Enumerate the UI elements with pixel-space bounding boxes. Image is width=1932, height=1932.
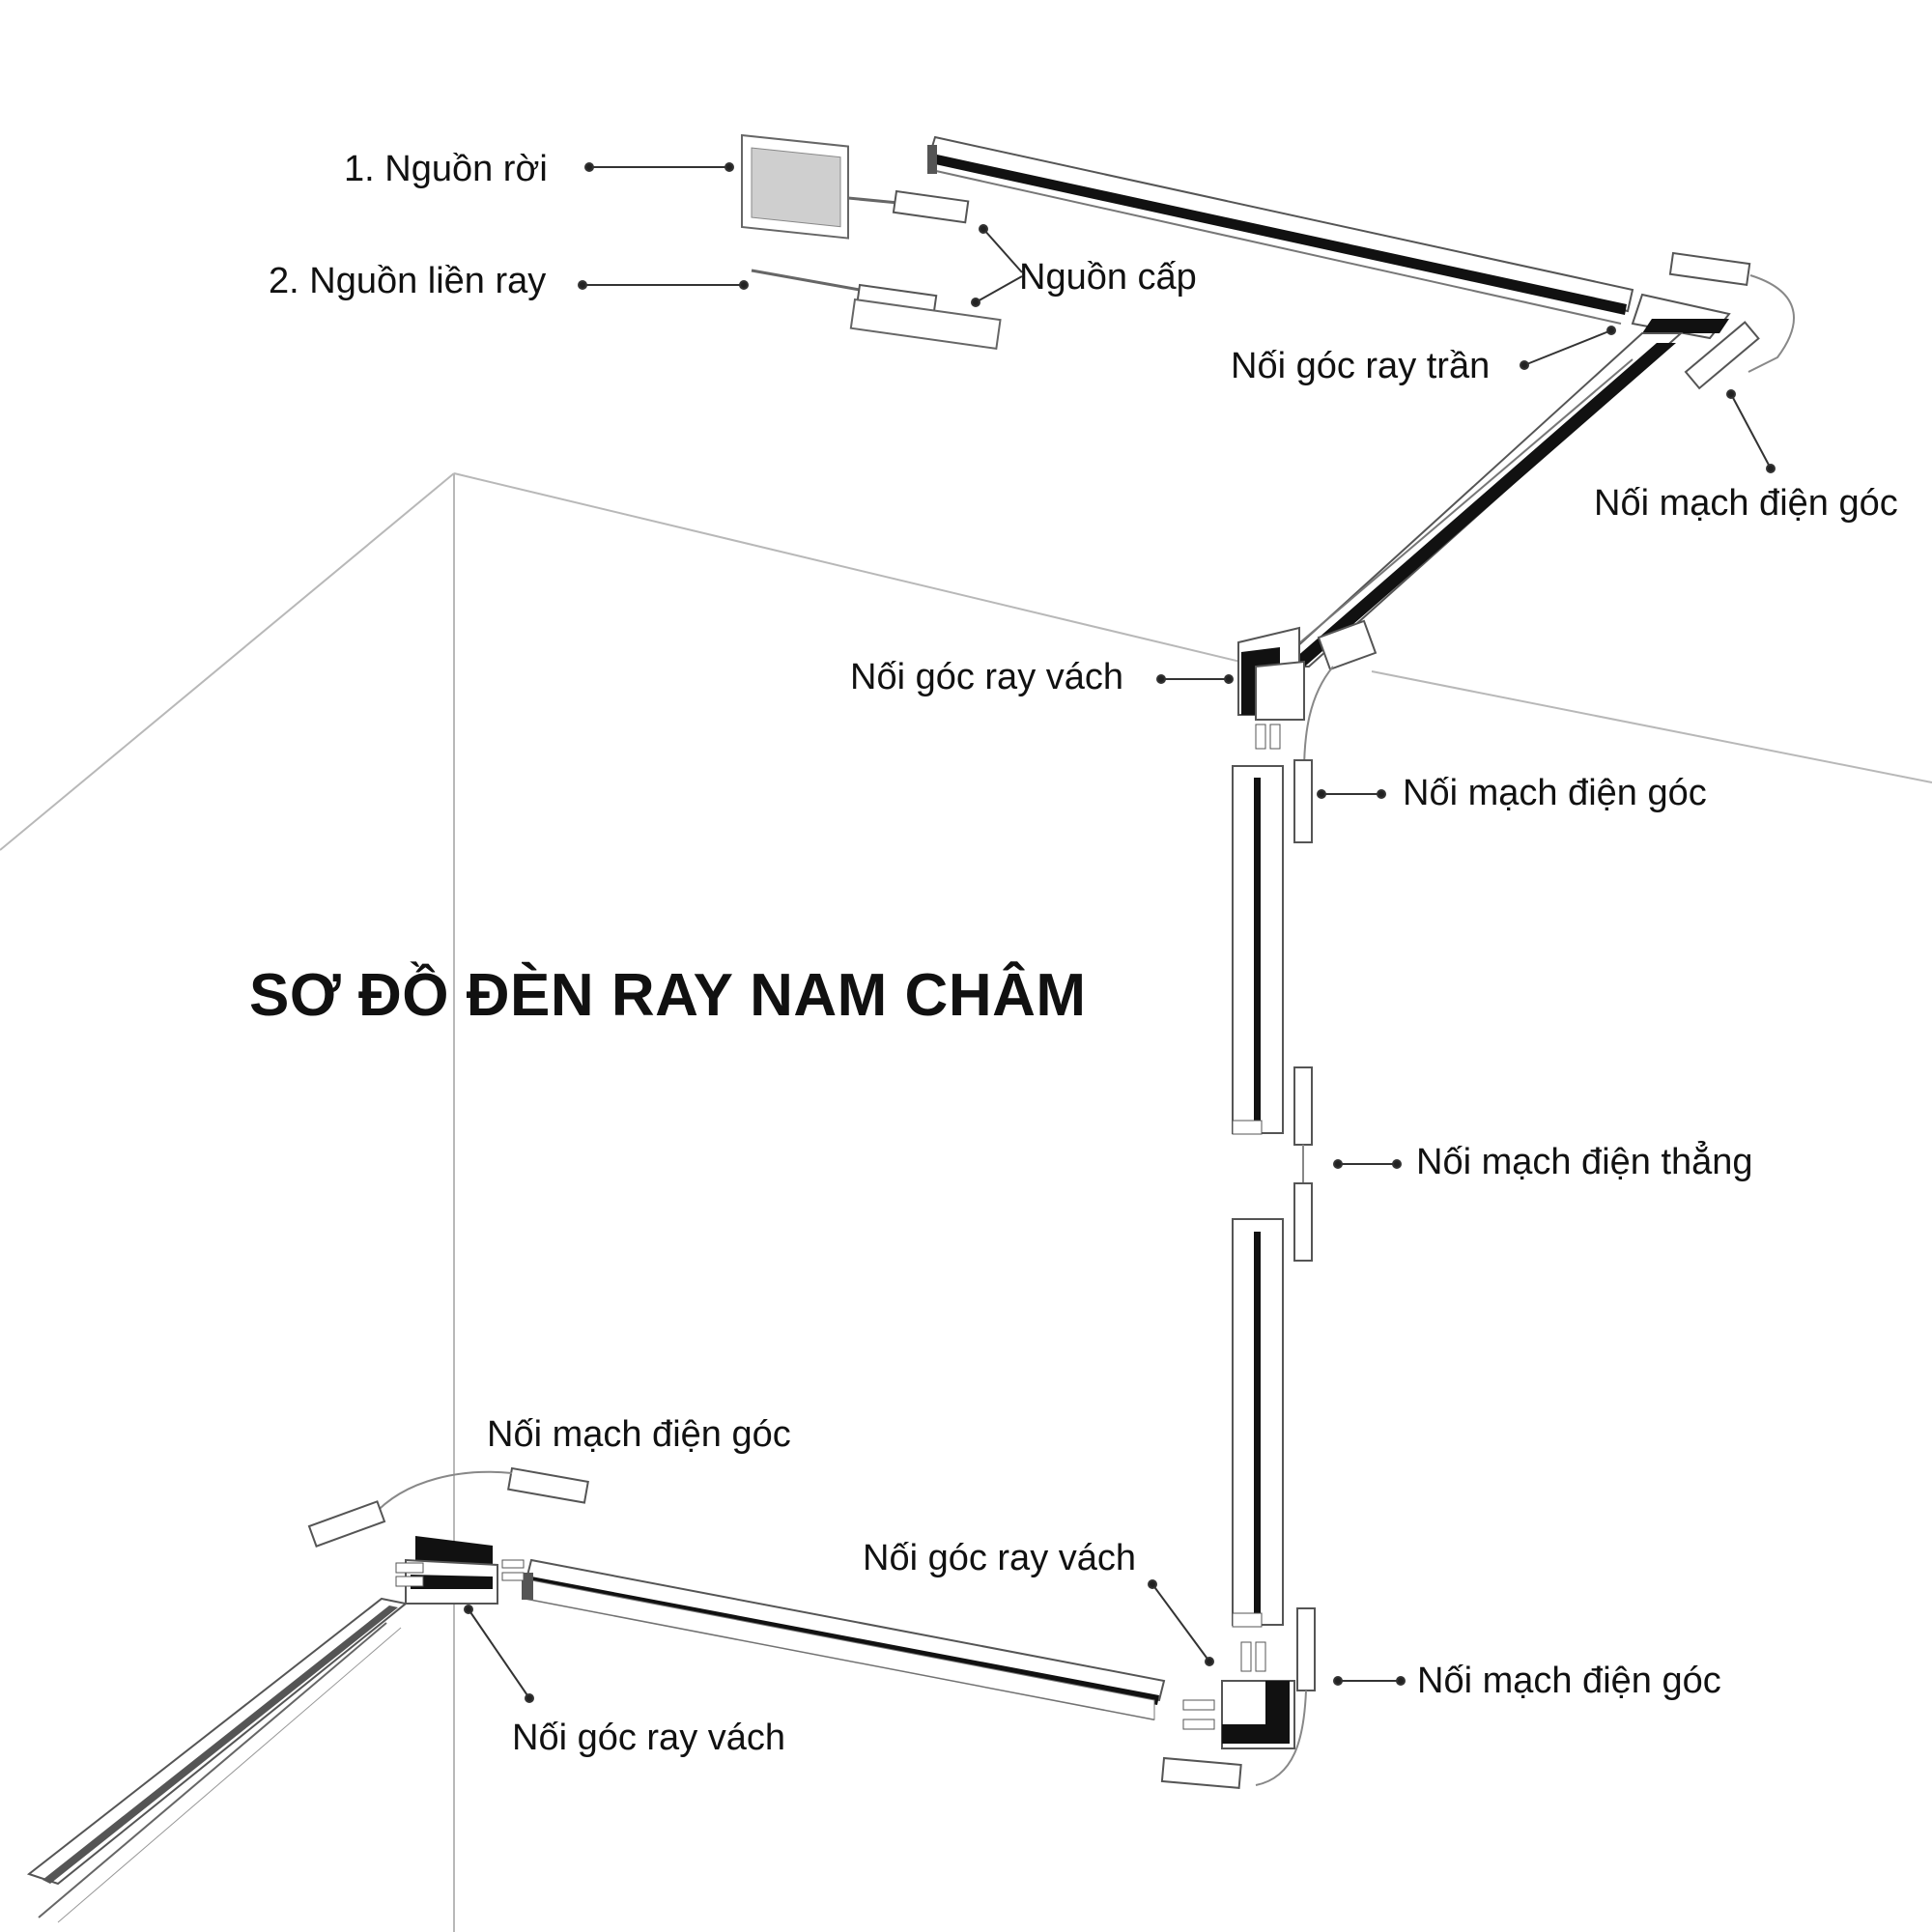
bottom-wall-rail (522, 1558, 1166, 1720)
label-standalone-power: 1. Nguồn rời (344, 149, 548, 189)
label-straight-electrical-joint: Nối mạch điện thẳng (1416, 1142, 1753, 1182)
ceiling-electrical-corner-connector (1668, 251, 1795, 390)
leader-lines (464, 162, 1776, 1703)
room-outline (0, 472, 1932, 1932)
bottom-electrical-corner-connector (1160, 1607, 1316, 1789)
label-wall-corner-joint-left: Nối góc ray vách (512, 1718, 786, 1758)
wall-corner-connector-bottom-right (1182, 1641, 1295, 1749)
label-electrical-corner-left: Nối mạch điện góc (487, 1414, 791, 1455)
label-electrical-corner-mid: Nối mạch điện góc (1403, 773, 1707, 813)
diagram-title: SƠ ĐỒ ĐÈN RAY NAM CHÂM (249, 962, 1087, 1029)
left-diagonal-rail (26, 1597, 409, 1923)
wall-corner-connector-bottom-left (395, 1536, 525, 1605)
label-electrical-corner-top: Nối mạch điện góc (1594, 483, 1898, 524)
integrated-rail-power (751, 269, 1002, 350)
standalone-power-supply (741, 133, 970, 240)
vertical-wall-rail-lower (1232, 1218, 1284, 1628)
ceiling-corner-rail (1260, 293, 1731, 677)
label-wall-corner-joint-top: Nối góc ray vách (850, 657, 1124, 697)
ceiling-rail-top (926, 135, 1634, 325)
label-electrical-corner-bottom: Nối mạch điện góc (1417, 1661, 1721, 1701)
wall-corner-connector-top (1237, 619, 1378, 774)
wall-electrical-corner-connector (1293, 759, 1313, 843)
vertical-wall-rail-upper (1232, 765, 1284, 1135)
label-wall-corner-joint-bottom: Nối góc ray vách (863, 1538, 1137, 1578)
label-ceiling-corner-joint: Nối góc ray trần (1231, 346, 1491, 386)
label-power-feed: Nguồn cấp (1019, 257, 1197, 298)
left-electrical-corner-connector (307, 1466, 589, 1548)
label-integrated-rail-power: 2. Nguồn liền ray (269, 261, 547, 301)
straight-electrical-connector (1293, 1066, 1313, 1262)
